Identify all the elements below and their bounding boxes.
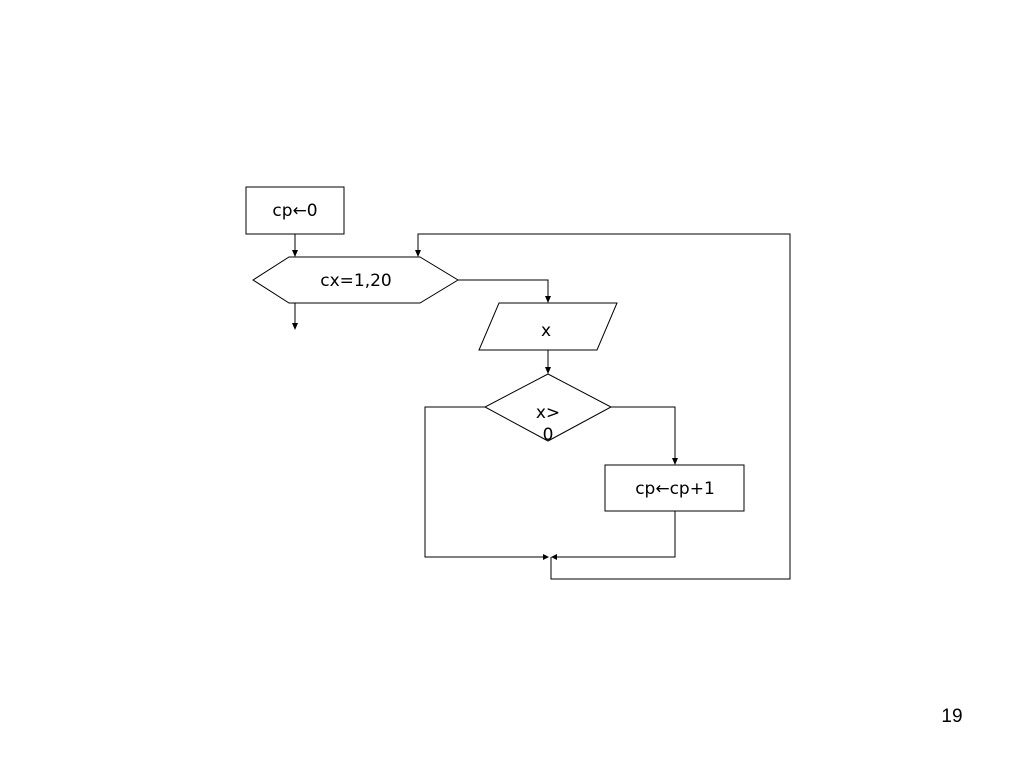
increment-box <box>604 464 745 512</box>
condition-label-line2: 0 <box>543 425 554 445</box>
condition-diamond <box>483 373 613 442</box>
arrowhead-loop-back <box>415 250 421 257</box>
loop-hexagon <box>252 256 459 304</box>
arrowhead-input-to-condition <box>545 367 551 374</box>
condition-label-line1: x> <box>536 403 560 423</box>
arrowhead-left-merge <box>543 554 549 560</box>
init-box <box>245 186 345 235</box>
init-label: cp←0 <box>272 201 317 221</box>
edge-condition-to-increment <box>611 406 676 462</box>
loop-label: cx=1,20 <box>320 271 392 291</box>
input-label: x <box>541 321 551 341</box>
edge-condition-left-branch <box>424 406 548 558</box>
arrowhead-loop-to-input <box>545 296 551 303</box>
arrowhead-right-merge <box>551 554 557 560</box>
arrowhead-loop-exit <box>292 323 298 330</box>
page-number: 19 <box>941 706 963 727</box>
increment-label: cp←cp+1 <box>635 479 715 499</box>
arrowhead-condition-to-increment <box>672 458 678 465</box>
edge-increment-to-merge <box>552 511 676 558</box>
input-parallelogram <box>478 302 618 351</box>
arrowhead-init-to-loop <box>292 250 298 257</box>
edge-loop-back <box>417 233 791 580</box>
edge-loop-to-input <box>458 279 549 300</box>
